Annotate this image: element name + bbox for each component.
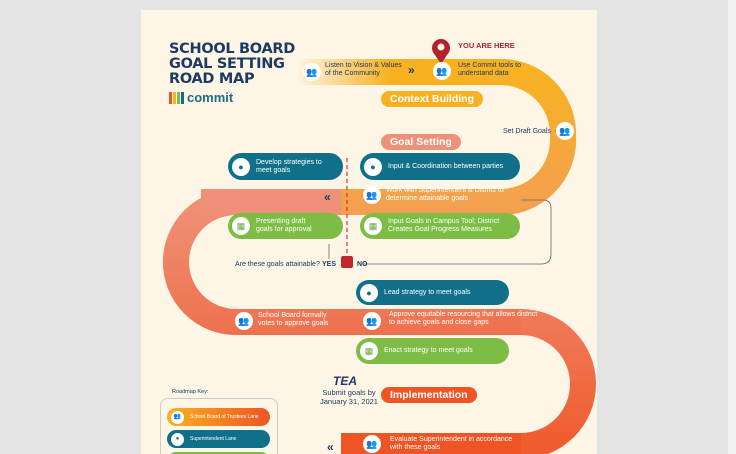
step-vote: School Board formally votes to approve g… (258, 312, 329, 327)
group-icon: 👥 (556, 122, 574, 140)
signpost-icon (341, 256, 353, 268)
question-label: Are these goals attainable? (235, 261, 320, 268)
stage-implementation: Implementation (381, 387, 477, 403)
building-icon: ▦ (364, 217, 382, 235)
building-icon: ▦ (360, 342, 378, 360)
lane-input-coordination: ●Input & Coordination between parties (360, 153, 520, 180)
group-icon: 👥 (363, 435, 381, 453)
lane-presenting: ▦Presenting draft goals for approval (228, 213, 343, 239)
no-label: NO (357, 261, 368, 268)
scrollbar[interactable] (728, 0, 736, 454)
yes-label: YES (322, 261, 337, 268)
key-board-lane: 👥School Board of Trustees Lane (167, 408, 270, 426)
group-icon: 👥 (433, 62, 451, 80)
step-use-tools: Use Commit tools to understand data (458, 62, 522, 77)
person-icon: ● (171, 432, 184, 446)
group-icon: 👥 (171, 410, 184, 424)
roadmap-key: 👥School Board of Trustees Lane ●Superint… (160, 398, 278, 454)
roadmap-key-title: Roadmap Key: (172, 389, 209, 395)
commit-logo: commit (169, 90, 233, 105)
you-are-here-label: YOU ARE HERE (458, 41, 515, 50)
stage-goal-setting: Goal Setting (381, 134, 461, 150)
lane-input-goals: ▦Input Goals in Campus Tool; District Cr… (360, 213, 520, 239)
group-icon: 👥 (303, 63, 321, 81)
step-work-with: Work with Superintendent & District to d… (386, 187, 504, 202)
chevron-left-icon: « (327, 440, 334, 454)
lane-enact: ▦Enact strategy to meet goals (356, 338, 509, 364)
tea-logo: TEA (333, 374, 357, 388)
lane-lead: ●Lead strategy to meet goals (356, 280, 509, 305)
person-icon: ● (232, 157, 250, 176)
group-icon: 👥 (363, 186, 381, 204)
chevron-left-icon: « (324, 190, 331, 204)
step-listen: Listen to Vision & Values of the Communi… (325, 62, 402, 77)
step-evaluate: Evaluate Superintendent in accordance wi… (390, 436, 513, 451)
person-icon: ● (364, 157, 382, 176)
step-set-draft-goals: Set Draft Goals (503, 128, 551, 135)
key-superintendent-lane: ●Superintendent Lane (167, 430, 270, 448)
person-icon: ● (360, 283, 378, 302)
group-icon: 👥 (363, 312, 381, 330)
lane-develop: ●Develop strategies to meet goals (228, 153, 343, 180)
group-icon: 👥 (235, 312, 253, 330)
step-approve: Approve equitable resourcing that allows… (389, 311, 538, 326)
key-district-lane (167, 452, 270, 454)
building-icon: ▦ (232, 217, 250, 235)
stage-context-building: Context Building (381, 91, 483, 107)
chevron-right-icon: » (408, 63, 415, 77)
submit-deadline: Submit goals by January 31, 2021 (320, 388, 378, 406)
